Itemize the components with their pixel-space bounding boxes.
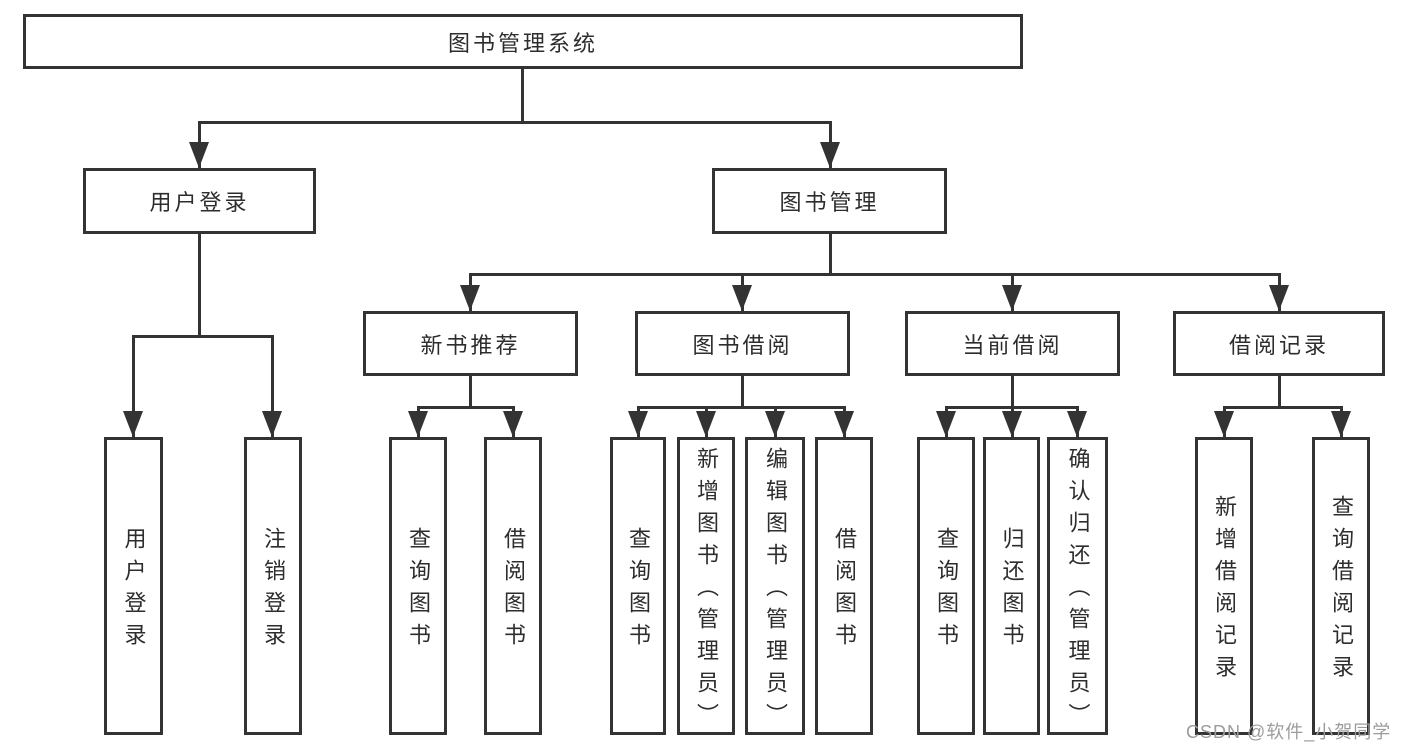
arrow-down-icon (262, 411, 282, 437)
arrow-down-icon (1002, 411, 1022, 437)
arrow-down-icon (1067, 411, 1087, 437)
leaf-label: 注销登录 (261, 527, 286, 655)
leaf-add-book-admin: 新增图书（管理员） (677, 437, 735, 735)
leaf-logout: 注销登录 (244, 437, 302, 735)
node-user-login: 用户登录 (83, 168, 316, 234)
node-label: 用户登录 (149, 190, 250, 215)
connector-line (198, 234, 201, 338)
connector-line (271, 335, 274, 437)
arrow-down-icon (696, 411, 716, 437)
node-borrowing-records: 借阅记录 (1173, 311, 1385, 376)
leaf-edit-book-admin: 编辑图书（管理员） (745, 437, 805, 735)
leaf-confirm-return-admin: 确认归还（管理员） (1047, 437, 1108, 735)
leaf-query-books-recommend: 查询图书 (389, 437, 447, 735)
arrow-down-icon (820, 142, 840, 168)
arrow-down-icon (123, 411, 143, 437)
arrow-down-icon (189, 142, 209, 168)
connector-line (469, 376, 472, 409)
arrow-down-icon (1269, 285, 1289, 311)
connector-line (741, 376, 744, 409)
leaf-borrow-books: 借阅图书 (815, 437, 873, 735)
connector-line (417, 406, 515, 409)
leaf-borrow-books-recommend: 借阅图书 (484, 437, 542, 735)
connector-line (1011, 376, 1014, 409)
arrow-down-icon (936, 411, 956, 437)
leaf-label: 新增借阅记录 (1212, 495, 1237, 687)
node-new-book-recommendation: 新书推荐 (363, 311, 578, 376)
leaf-return-books: 归还图书 (983, 437, 1040, 735)
arrow-down-icon (1214, 411, 1234, 437)
leaf-label: 查询图书 (626, 527, 651, 655)
leaf-label: 借阅图书 (832, 527, 857, 655)
node-label: 图书管理 (779, 190, 880, 215)
leaf-query-books-borrow: 查询图书 (610, 437, 666, 735)
arrow-down-icon (503, 411, 523, 437)
connector-line (521, 69, 524, 123)
connector-line (132, 335, 135, 437)
node-label: 借阅记录 (1228, 332, 1329, 358)
arrow-down-icon (765, 411, 785, 437)
arrow-down-icon (628, 411, 648, 437)
connector-line (829, 234, 832, 276)
leaf-label: 编辑图书（管理员） (763, 447, 788, 735)
leaf-label: 查询借阅记录 (1329, 495, 1354, 687)
connector-line (198, 121, 832, 124)
arrow-down-icon (834, 411, 854, 437)
leaf-add-borrow-record: 新增借阅记录 (1195, 437, 1253, 735)
leaf-label: 查询图书 (406, 527, 431, 655)
connector-line (1278, 376, 1281, 409)
leaf-query-books-current: 查询图书 (917, 437, 975, 735)
node-label: 图书管理系统 (447, 30, 598, 56)
node-label: 图书借阅 (692, 332, 793, 358)
leaf-label: 借阅图书 (501, 527, 526, 655)
node-library-management-system: 图书管理系统 (23, 14, 1023, 69)
leaf-label: 用户登录 (121, 527, 147, 655)
node-book-management: 图书管理 (712, 168, 947, 234)
arrow-down-icon (732, 285, 752, 311)
leaf-user-login: 用户登录 (104, 437, 163, 735)
node-label: 新书推荐 (420, 332, 521, 358)
arrow-down-icon (1002, 285, 1022, 311)
leaf-label: 查询图书 (934, 527, 959, 655)
connector-line (469, 273, 1281, 276)
leaf-label: 确认归还（管理员） (1065, 447, 1091, 735)
node-current-borrowing: 当前借阅 (905, 311, 1120, 376)
connector-line (637, 406, 845, 409)
csdn-watermark: CSDN @软件_小贺同学 (1186, 722, 1392, 742)
leaf-query-borrow-record: 查询借阅记录 (1312, 437, 1370, 735)
arrow-down-icon (408, 411, 428, 437)
leaf-label: 新增图书（管理员） (694, 447, 719, 735)
node-label: 当前借阅 (962, 332, 1063, 358)
node-book-borrowing: 图书借阅 (635, 311, 850, 376)
connector-line (132, 335, 274, 338)
leaf-label: 归还图书 (999, 527, 1025, 655)
arrow-down-icon (460, 285, 480, 311)
arrow-down-icon (1331, 411, 1351, 437)
connector-line (1223, 406, 1342, 409)
